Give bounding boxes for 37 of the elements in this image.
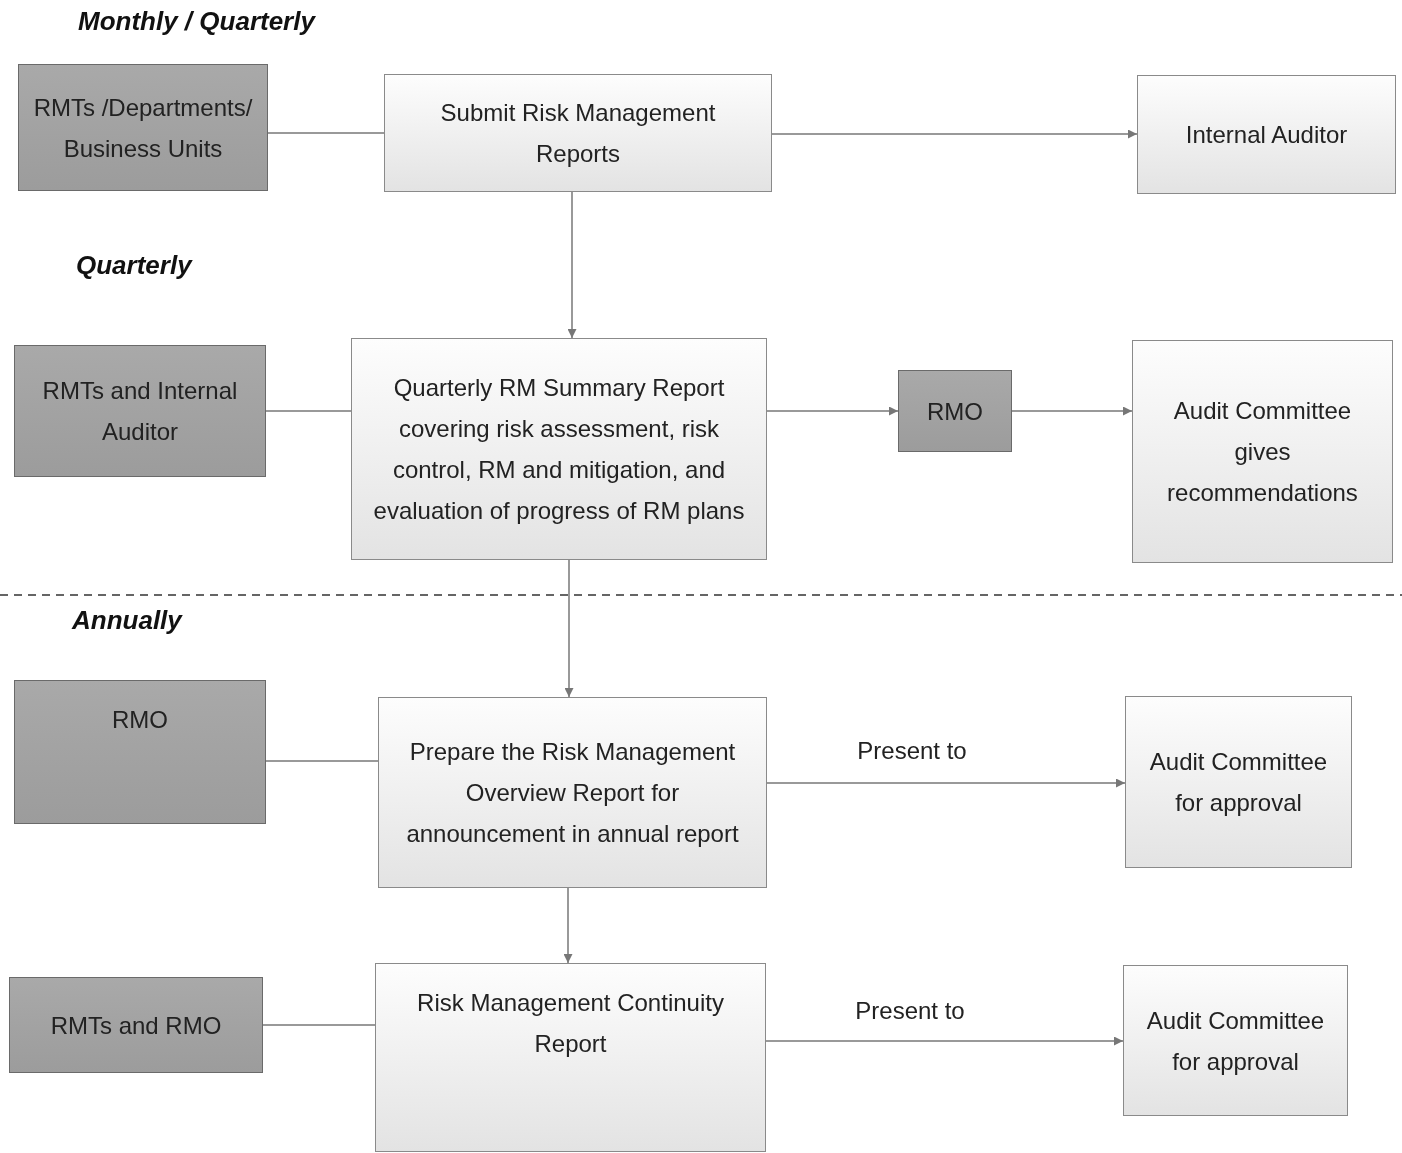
node-text: Prepare the Risk Management Overview Report for announcement in annual report bbox=[405, 737, 740, 849]
role-box bbox=[14, 345, 266, 477]
node-text: RMO bbox=[927, 396, 983, 427]
period-heading: Annually bbox=[72, 605, 182, 636]
process-box bbox=[351, 338, 767, 560]
process-box bbox=[1132, 340, 1393, 563]
node-text: Risk Management Continuity Report bbox=[416, 988, 725, 1059]
node-text: Audit Committee gives recommendations bbox=[1166, 396, 1359, 508]
node-text: Quarterly RM Summary Report covering risk assessment, risk control, RM and mitigation, and evaluation of progress of RM plans bbox=[372, 373, 746, 526]
process-box bbox=[1137, 75, 1396, 194]
role-box bbox=[18, 64, 268, 191]
node-text: Audit Committee for approval bbox=[1148, 747, 1329, 818]
arrow bbox=[1011, 406, 1133, 416]
process-box bbox=[384, 74, 772, 192]
role-box bbox=[898, 370, 1012, 452]
node-text: Submit Risk Management Reports bbox=[439, 98, 717, 169]
arrow bbox=[765, 1036, 1124, 1046]
arrow bbox=[771, 129, 1138, 139]
arrow bbox=[564, 559, 574, 698]
node-text: Audit Committee for approval bbox=[1145, 1005, 1326, 1077]
node-text: RMTs and RMO bbox=[50, 1010, 222, 1041]
process-box bbox=[1125, 696, 1352, 868]
node-text: Internal Auditor bbox=[1185, 120, 1348, 150]
arrow bbox=[766, 778, 1126, 788]
process-box bbox=[378, 697, 767, 888]
period-heading: Monthly / Quarterly bbox=[78, 6, 315, 37]
role-box bbox=[9, 977, 263, 1073]
role-box bbox=[14, 680, 266, 824]
node-text: RMTs /Departments/ Business Units bbox=[32, 92, 254, 164]
process-box bbox=[375, 963, 766, 1152]
period-heading: Quarterly bbox=[76, 250, 192, 281]
arrow bbox=[563, 887, 573, 964]
arrow bbox=[567, 191, 577, 339]
process-box bbox=[1123, 965, 1348, 1116]
node-text: RMTs and Internal Auditor bbox=[41, 376, 239, 447]
node-text: RMO bbox=[112, 705, 168, 735]
arrow bbox=[766, 406, 899, 416]
